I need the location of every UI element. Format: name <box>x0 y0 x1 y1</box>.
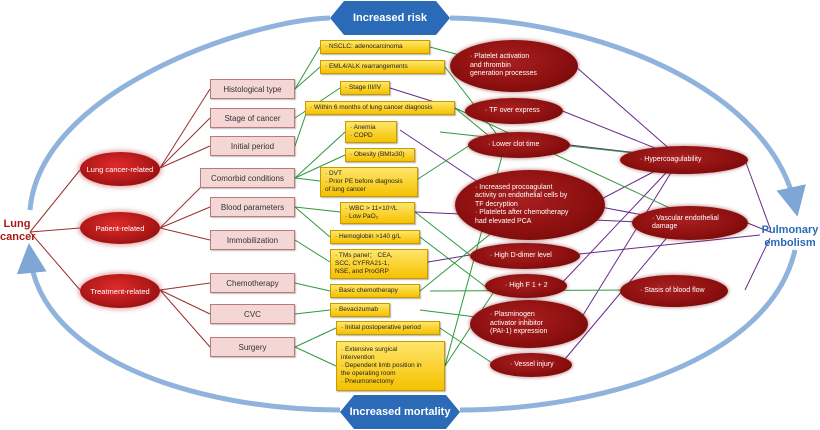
factor-stage-of-cancer: Stage of cancer <box>210 108 295 128</box>
increased-risk-banner-shape <box>330 1 450 35</box>
mechanism-procoagulant-activity: · Increased procoagulant activity on end… <box>455 170 605 240</box>
lower-arc-arrow-left <box>16 243 341 413</box>
factor-links <box>159 88 211 348</box>
detail-initial-period: · Within 6 months of lung cancer diagnos… <box>305 101 455 115</box>
detail-bevacizumab: · Bevacizumab <box>330 303 390 317</box>
factor-initial-period: Initial period <box>210 136 295 156</box>
factor-chemotherapy: Chemotherapy <box>210 273 295 293</box>
category-treatment-related: Treatment-related <box>80 274 160 308</box>
detail-basic-chemotherapy: · Basic chemotherapy <box>330 284 420 298</box>
detail-surgery-factors: · Extensive surgical intervention · Depe… <box>336 341 445 391</box>
mechanism-vessel-injury: · Vessel injury <box>490 353 572 377</box>
pathway-hypercoagulability: · Hypercoagulability <box>620 146 748 174</box>
factor-comorbid-conditions: Comorbid conditions <box>200 168 295 188</box>
category-lung-cancer-related: Lung cancer-related <box>80 152 160 186</box>
increased-risk-banner: Increased risk <box>353 11 427 24</box>
detail-eml4-alk: · EML4/ALK rearrangements <box>320 60 445 74</box>
increased-mortality-banner-shape <box>340 395 460 429</box>
mechanism-pai-1: · Plasminogen activator inhibitor (PAI-1… <box>470 300 588 348</box>
detail-wbc-pao2: · WBC > 11×10⁹/L · Low PaO₂ <box>340 202 415 224</box>
pathway-vascular-endothelial-damage: · Vascular endothelial damage <box>632 206 748 240</box>
lower-arc-arrow <box>459 249 798 413</box>
mechanism-lower-clot-time: · Lower clot time <box>468 132 570 158</box>
factor-cvc: CVC <box>210 304 295 324</box>
pathway-stasis-of-blood-flow: · Stasis of blood flow <box>620 275 728 307</box>
mechanism-platelet-activation: · Platelet activation and thrombin gener… <box>450 40 578 92</box>
upper-arc-arrow-right <box>449 15 806 217</box>
factor-immobilization: Immobilization <box>210 230 295 250</box>
mechanism-high-d-dimer: · High D-dimer level <box>470 243 580 269</box>
detail-nsclc: · NSCLC: adenocarcinoma <box>320 40 430 54</box>
factor-surgery: Surgery <box>210 337 295 357</box>
detail-initial-postoperative: · Initial postoperative period <box>336 321 440 335</box>
lung-cancer-label: Lung cancer <box>0 218 36 243</box>
detail-links <box>294 46 346 367</box>
category-patient-related: Patient-related <box>80 212 160 244</box>
detail-dvt-prior-pe: · DVT · Prior PE before diagnosis of lun… <box>320 167 418 197</box>
detail-hemoglobin: · Hemoglobin >140 g/L <box>330 230 420 244</box>
category-links <box>29 169 81 291</box>
pulmonary-embolism-label: Pulmonary embolism <box>761 224 819 249</box>
mechanism-high-f12: · High F 1 + 2 <box>485 274 567 298</box>
detail-stage: · Stage III/IV <box>340 81 390 95</box>
factor-histological-type: Histological type <box>210 79 295 99</box>
upper-arc-arrow <box>27 15 331 211</box>
detail-tms-panel: · TMs panel： CEA, SCC, CYFRA21-1, NSE, a… <box>330 249 428 279</box>
detail-obesity: · Obesity (BMI≥30) <box>345 148 415 162</box>
detail-anemia-copd: · Anemia · COPD <box>345 121 397 143</box>
increased-mortality-banner: Increased mortality <box>349 405 451 418</box>
factor-blood-parameters: Blood parameters <box>210 197 295 217</box>
mechanism-tf-over-express: · TF over express <box>465 98 563 124</box>
